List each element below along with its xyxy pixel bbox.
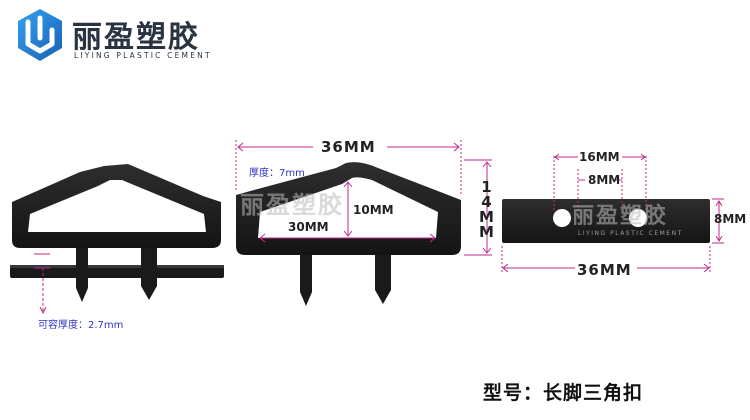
hole-right <box>629 209 647 227</box>
front-leg-right <box>375 255 391 304</box>
front-watermark-text: 丽盈塑胶 <box>240 191 344 219</box>
brand-name-cn: 丽盈塑胶 <box>72 20 200 55</box>
model-label: 型号：长脚三角扣 <box>483 382 644 404</box>
front-width-label: 36MM <box>321 138 376 156</box>
top-watermark-en: LIYING PLASTIC CEMENT <box>578 230 683 237</box>
front-view-clip <box>236 162 461 306</box>
front-leg-left <box>300 255 312 306</box>
side-leg-right <box>141 248 157 300</box>
front-height-label: 14MM <box>479 178 495 241</box>
front-inner-width-label: 30MM <box>288 220 329 234</box>
brand-name-en: LIYING PLASTIC CEMENT <box>74 51 212 60</box>
top-length-label: 36MM <box>577 261 632 279</box>
side-leg-left <box>76 248 88 302</box>
front-inner-height-label: 10MM <box>353 203 394 217</box>
top-hole-diameter-label: 8MM <box>588 173 621 187</box>
hole-left <box>553 209 571 227</box>
top-width-label: 8MM <box>714 212 747 226</box>
top-watermark-text: 丽盈塑胶 <box>572 204 669 229</box>
front-dimensions <box>235 140 492 256</box>
brand-logo-icon <box>18 9 62 61</box>
side-base-plate <box>10 265 224 278</box>
top-dimensions <box>501 153 724 273</box>
gap-marker <box>34 253 50 315</box>
side-note-label: 可容厚度：2.7mm <box>38 320 124 331</box>
top-hole-span-label: 16MM <box>579 150 620 164</box>
side-view-clip <box>10 164 224 302</box>
front-thickness-note: 厚度：7mm <box>249 168 305 179</box>
